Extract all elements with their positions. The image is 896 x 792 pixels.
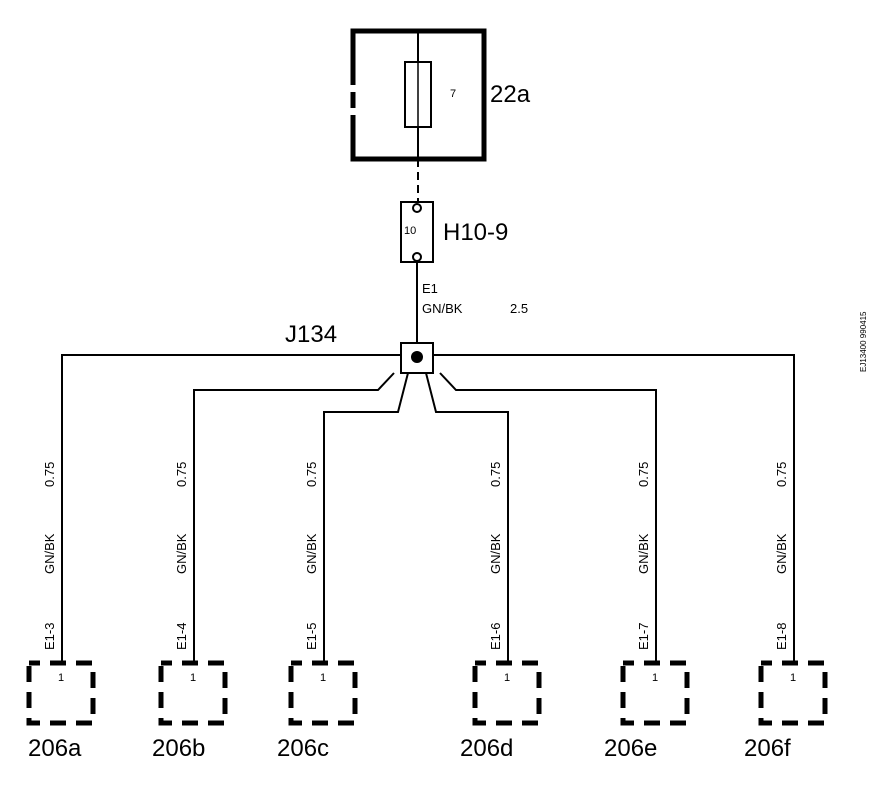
connector-label-206e: 206e bbox=[604, 735, 657, 762]
branch-color-206b: GN/BK bbox=[174, 533, 189, 574]
connector-206c: 1 206c bbox=[277, 660, 358, 762]
main-wire-color: GN/BK bbox=[422, 301, 463, 316]
branch-color-206c: GN/BK bbox=[304, 533, 319, 574]
branch-wire-206c bbox=[323, 372, 409, 663]
connector-h10-9: 10 bbox=[400, 201, 434, 263]
branch-size-206b: 0.75 bbox=[174, 462, 189, 487]
branch-wire-206f bbox=[433, 354, 795, 663]
branch-wire-206b bbox=[193, 372, 395, 663]
branch-wire-206a bbox=[61, 354, 401, 663]
branch-size-206f: 0.75 bbox=[774, 462, 789, 487]
connector-pin-206d: 1 bbox=[504, 672, 510, 684]
connector-206e: 1 206e bbox=[604, 660, 690, 762]
connector-206b: 1 206b bbox=[152, 660, 228, 762]
connector-pin-206a: 1 bbox=[58, 672, 64, 684]
connector-206d: 1 206d bbox=[460, 660, 542, 762]
fuse-number: 7 bbox=[450, 88, 456, 100]
branch-circuit-206d: E1-6 bbox=[488, 623, 503, 650]
connector-pin: 10 bbox=[404, 225, 416, 237]
connector-pin-206c: 1 bbox=[320, 672, 326, 684]
side-code: EJ13400 990415 bbox=[859, 311, 868, 372]
branch-wire-206d bbox=[425, 372, 509, 663]
branch-size-206a: 0.75 bbox=[42, 462, 57, 487]
connector-label-206b: 206b bbox=[152, 735, 205, 762]
connector-label-206f: 206f bbox=[744, 735, 791, 762]
junction-j134 bbox=[400, 342, 434, 374]
branch-circuit-206f: E1-8 bbox=[774, 623, 789, 650]
junction-label: J134 bbox=[285, 321, 337, 348]
main-wire-circuit: E1 bbox=[422, 281, 438, 296]
main-wire-size: 2.5 bbox=[510, 301, 528, 316]
connector-label-206c: 206c bbox=[277, 735, 329, 762]
branch-size-206e: 0.75 bbox=[636, 462, 651, 487]
connector-label-206d: 206d bbox=[460, 735, 513, 762]
branch-circuit-206a: E1-3 bbox=[42, 623, 57, 650]
branch-color-206e: GN/BK bbox=[636, 533, 651, 574]
connector-pin-206e: 1 bbox=[652, 672, 658, 684]
branch-size-206c: 0.75 bbox=[304, 462, 319, 487]
connector-pin-206b: 1 bbox=[190, 672, 196, 684]
fuse-box-22a: 7 bbox=[349, 28, 487, 162]
branch-color-206a: GN/BK bbox=[42, 533, 57, 574]
branch-size-206d: 0.75 bbox=[488, 462, 503, 487]
connector-pin-206f: 1 bbox=[790, 672, 796, 684]
branch-circuit-206b: E1-4 bbox=[174, 623, 189, 650]
branch-circuit-206c: E1-5 bbox=[304, 623, 319, 650]
branch-connectors: 1 206a 1 206b 1 206c 1 206d 1 206e 1 206f bbox=[26, 660, 828, 762]
branch-color-206d: GN/BK bbox=[488, 533, 503, 574]
connector-206f: 1 206f bbox=[744, 660, 828, 762]
branch-wire-206e bbox=[439, 372, 657, 663]
connector-206a: 1 206a bbox=[26, 660, 96, 762]
connector-label-206a: 206a bbox=[28, 735, 82, 762]
branch-color-206f: GN/BK bbox=[774, 533, 789, 574]
connector-label: H10-9 bbox=[443, 219, 508, 246]
fuse-box-label: 22a bbox=[490, 81, 531, 108]
branch-circuit-206e: E1-7 bbox=[636, 623, 651, 650]
